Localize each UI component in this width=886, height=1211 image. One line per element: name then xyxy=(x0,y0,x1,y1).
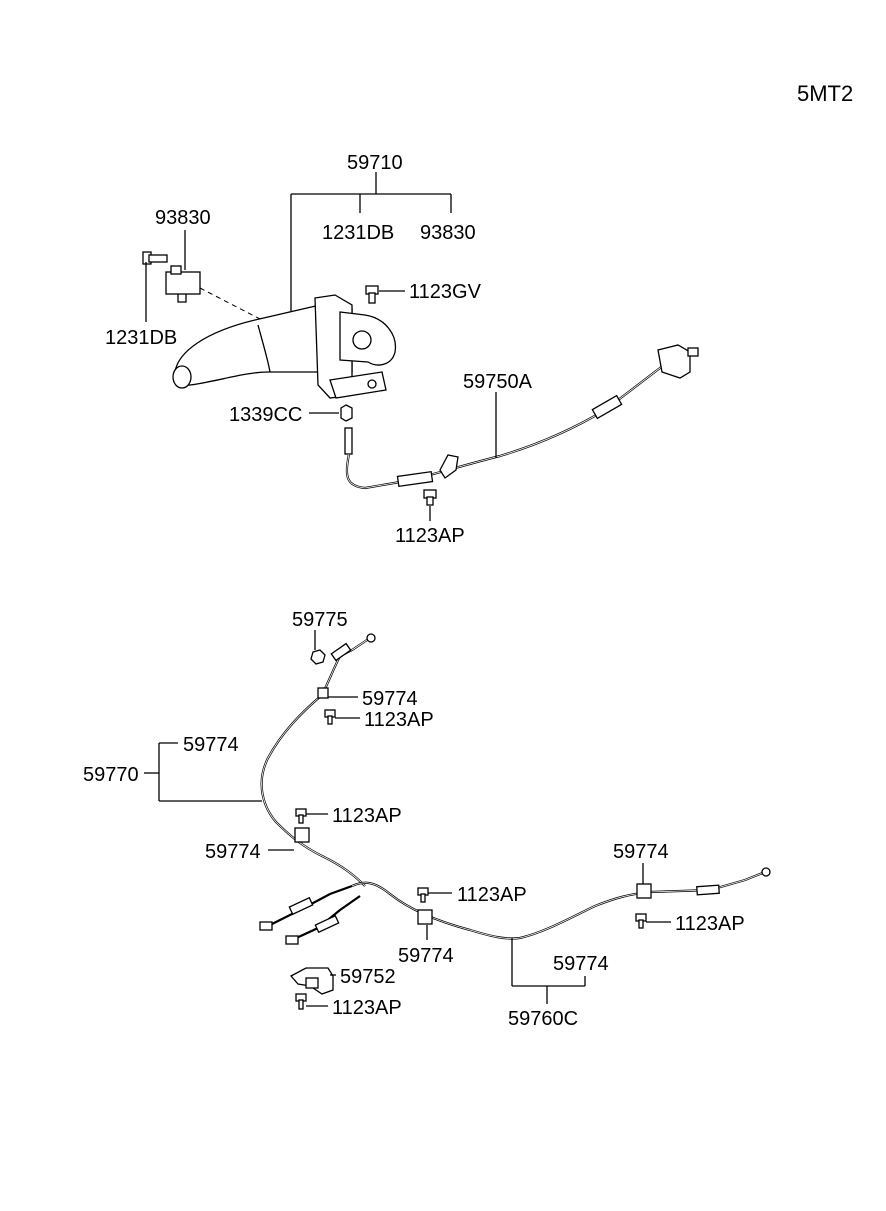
rear-cable-rh xyxy=(351,867,771,940)
rear-cable-rh-callout xyxy=(511,938,586,1004)
rear-cable-lh-callout xyxy=(144,742,262,802)
bolt-top-label[interactable]: 1123AP xyxy=(364,709,434,731)
front-cable-bolt xyxy=(423,489,437,506)
front-cable-label[interactable]: 59750A xyxy=(463,371,533,393)
lever-bolt xyxy=(365,285,379,304)
bolt-mid-label[interactable]: 1123AP xyxy=(332,805,402,827)
lever-bolt-label[interactable]: 1123GV xyxy=(409,281,482,303)
rear-cable-rh-label[interactable]: 59760C xyxy=(508,1008,578,1030)
clip-left-label[interactable]: 59774 xyxy=(205,841,261,863)
bolt-right xyxy=(635,913,647,929)
switch-bolt xyxy=(142,251,168,265)
lever-nut xyxy=(340,404,353,422)
cable-bracket xyxy=(289,967,334,995)
rear-cable-lh xyxy=(260,633,376,887)
lever-sub-switch-label[interactable]: 93830 xyxy=(420,222,476,244)
front-cable xyxy=(344,344,699,490)
lever-nut-label[interactable]: 1339CC xyxy=(229,404,302,426)
parking-brake-lever xyxy=(172,294,397,399)
bolt-center xyxy=(417,887,429,903)
switch-bolt-label[interactable]: 1231DB xyxy=(105,327,177,349)
rear-cable-lh-clip-label[interactable]: 59774 xyxy=(183,734,239,756)
nut-top-label[interactable]: 59775 xyxy=(292,609,348,631)
bracket-bolt-label[interactable]: 1123AP xyxy=(332,997,402,1019)
clip-center-label[interactable]: 59774 xyxy=(398,945,454,967)
lever-assy-label[interactable]: 59710 xyxy=(347,152,403,174)
cable-ends-left xyxy=(259,884,361,945)
bolt-top xyxy=(324,709,336,725)
brake-switch xyxy=(165,265,263,321)
bracket-bolt xyxy=(295,993,307,1010)
lever-assy-callout xyxy=(290,172,452,320)
bolt-right-label[interactable]: 1123AP xyxy=(675,913,745,935)
bracket-label[interactable]: 59752 xyxy=(340,966,396,988)
clip-right-label[interactable]: 59774 xyxy=(613,841,669,863)
nut-top xyxy=(310,649,326,665)
lever-sub-bolt-label[interactable]: 1231DB xyxy=(322,222,394,244)
switch-label[interactable]: 93830 xyxy=(155,207,211,229)
page-code: 5MT2 xyxy=(797,81,853,106)
rear-cable-rh-clip-label[interactable]: 59774 xyxy=(553,953,609,975)
bolt-center-label[interactable]: 1123AP xyxy=(457,884,527,906)
clip-top-label[interactable]: 59774 xyxy=(362,688,418,710)
rear-cable-lh-label[interactable]: 59770 xyxy=(83,764,139,786)
front-cable-bolt-label[interactable]: 1123AP xyxy=(395,525,465,547)
bolt-mid xyxy=(295,808,307,824)
